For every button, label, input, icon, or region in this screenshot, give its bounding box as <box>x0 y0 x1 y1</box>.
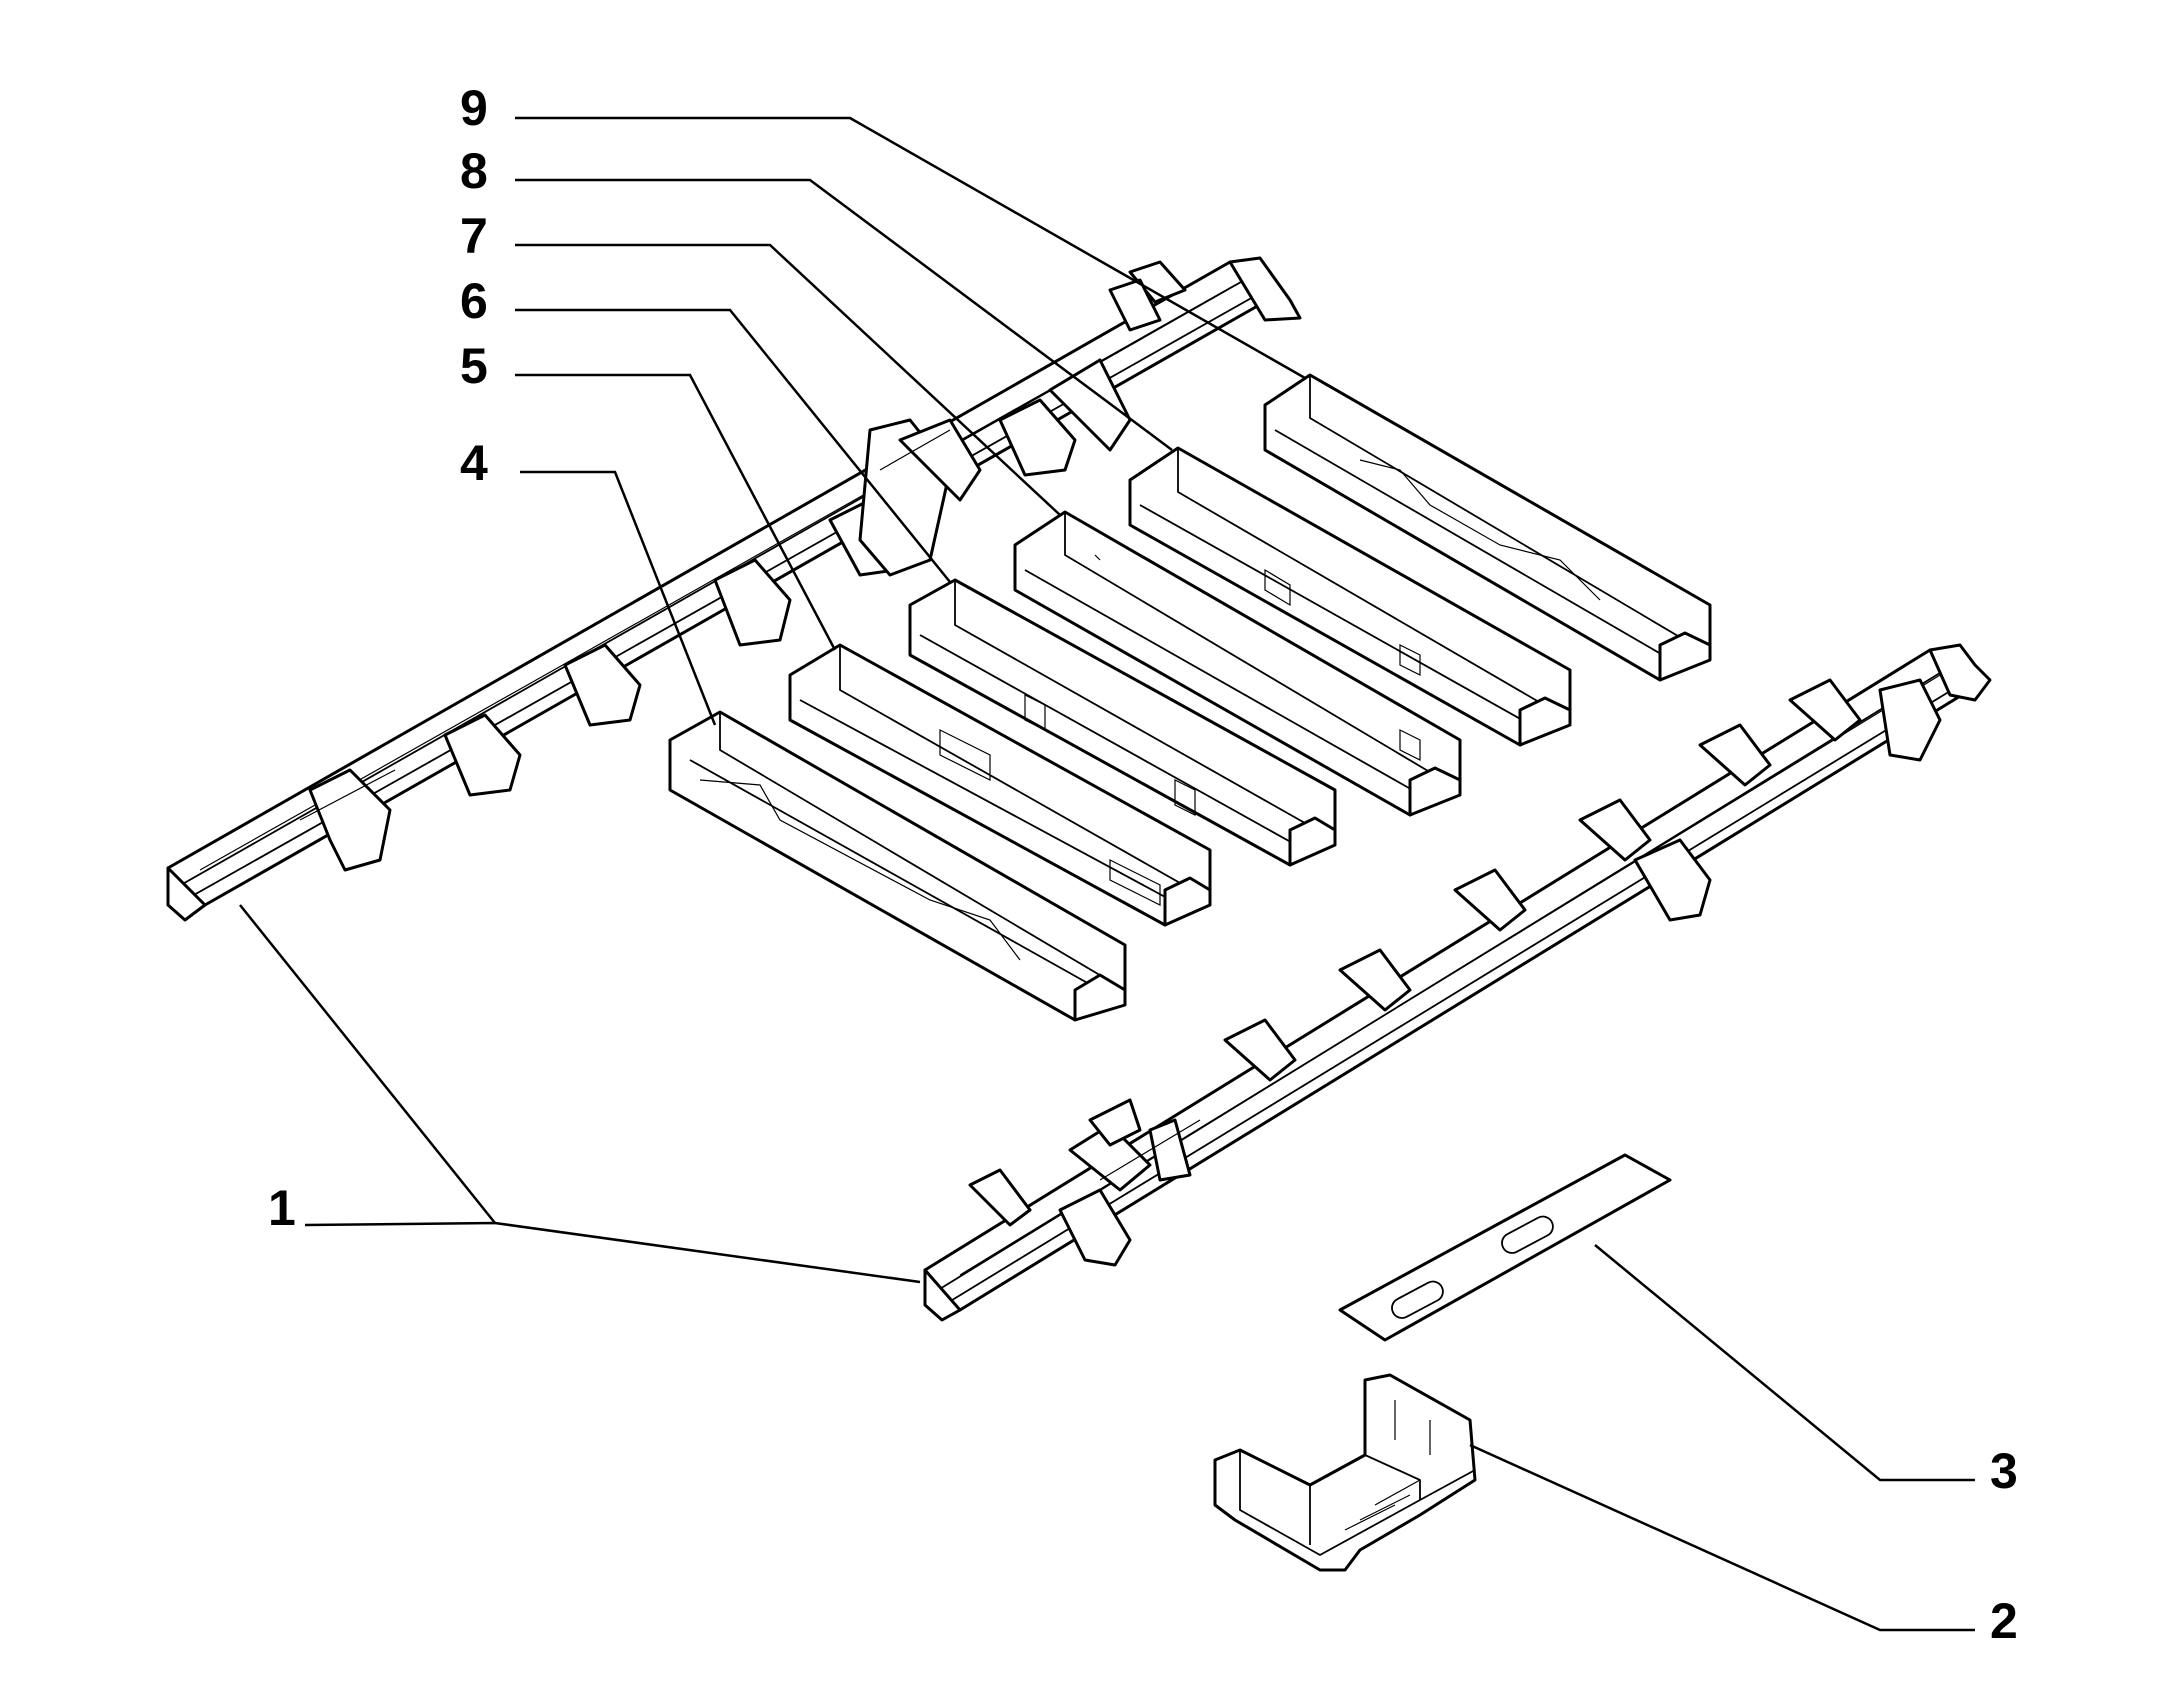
leader-2 <box>1469 1443 1975 1632</box>
leader-8 <box>515 178 1173 452</box>
reinforcement-plate <box>1338 1153 1672 1342</box>
cross-member-6 <box>908 578 1337 867</box>
cross-member-8 <box>1128 446 1572 747</box>
right-side-rail <box>923 643 1992 1322</box>
mounting-bracket <box>1213 1373 1477 1572</box>
leader-7 <box>515 243 1061 516</box>
callout-4: 4 <box>460 435 488 491</box>
leader-4 <box>520 470 717 726</box>
leader-9 <box>515 116 1306 380</box>
leader-6 <box>515 308 951 583</box>
callout-labels: 1 2 3 4 5 6 7 8 9 <box>268 80 2018 1649</box>
cross-member-7 <box>1013 510 1462 817</box>
callout-7: 7 <box>460 208 488 264</box>
callout-9: 9 <box>460 80 488 136</box>
leader-3 <box>1594 1244 1975 1482</box>
callout-2: 2 <box>1990 1593 2018 1649</box>
callout-5: 5 <box>460 338 488 394</box>
leader-1b <box>239 904 496 1224</box>
callout-3: 3 <box>1990 1443 2018 1499</box>
cross-member-9 <box>1263 373 1712 682</box>
callout-1: 1 <box>268 1180 296 1236</box>
leader-lines <box>239 116 1975 1632</box>
callout-8: 8 <box>460 143 488 199</box>
leader-5 <box>515 373 837 651</box>
cross-member-5 <box>788 643 1212 927</box>
cross-member-4 <box>668 710 1127 1022</box>
leader-1 <box>304 1221 921 1284</box>
callout-6: 6 <box>460 273 488 329</box>
left-side-rail <box>166 256 1302 922</box>
